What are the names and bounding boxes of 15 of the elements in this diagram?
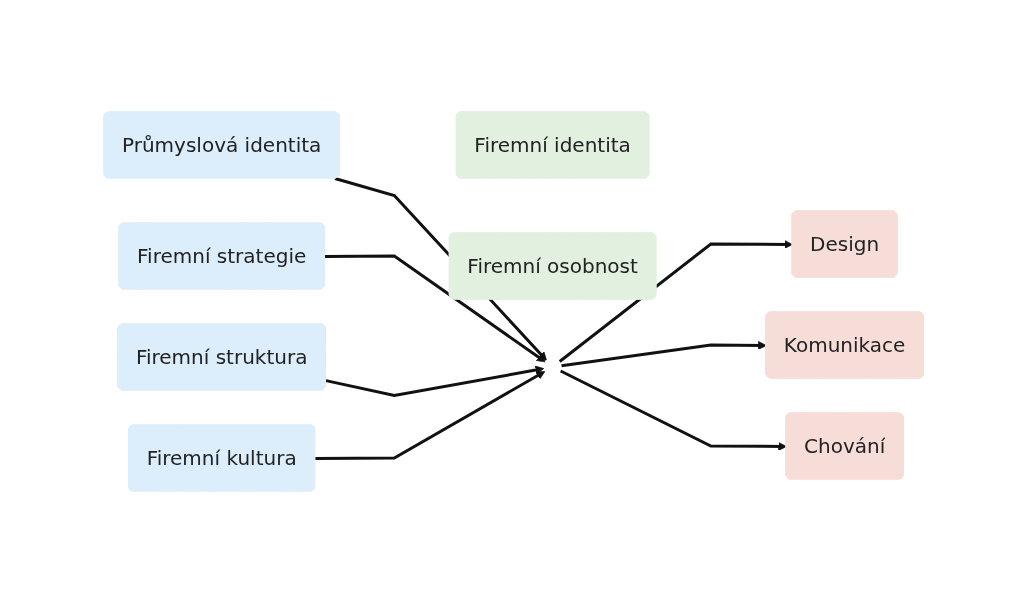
- process-box: Komunikace: [765, 311, 924, 379]
- process-box: Průmyslová identita: [103, 111, 340, 179]
- arrow: [314, 371, 545, 460]
- arrow: [559, 369, 787, 451]
- process-box: Firemní struktura: [117, 323, 326, 391]
- arrow: [561, 341, 767, 368]
- arrow: [324, 254, 546, 363]
- process-box: Firemní strategie: [118, 222, 325, 290]
- process-box: Firemní kultura: [127, 424, 315, 492]
- process-box: Chování: [785, 412, 904, 480]
- process-box: Design: [791, 210, 898, 278]
- process-box: Firemní osobnost: [448, 232, 657, 300]
- arrow: [325, 365, 544, 398]
- arrow: [558, 240, 793, 363]
- process-box: Firemní identita: [455, 111, 650, 179]
